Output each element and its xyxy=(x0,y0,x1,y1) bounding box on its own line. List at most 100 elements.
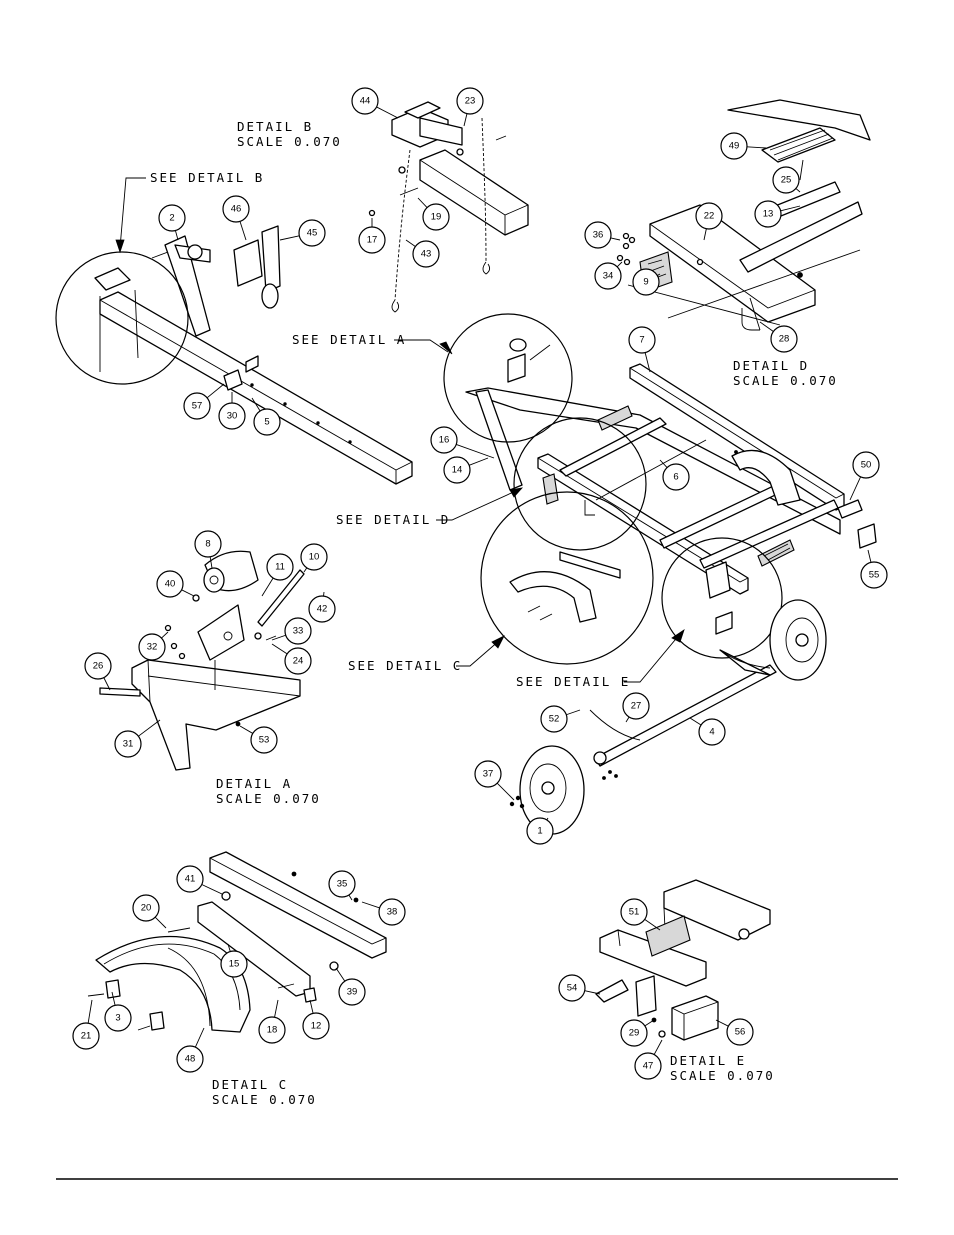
part-number-label: 30 xyxy=(227,411,238,422)
part-bubble-2: 2 xyxy=(158,204,186,241)
detail-d-title-line2: SCALE 0.070 xyxy=(733,373,838,388)
part-number-label: 39 xyxy=(347,987,358,998)
part-bubble-25: 25 xyxy=(772,166,801,194)
part-leader-line xyxy=(111,991,116,1006)
part-number-label: 16 xyxy=(439,435,450,446)
detail-d-circle-contents xyxy=(542,473,595,516)
part-number-label: 24 xyxy=(293,656,304,667)
part-number-label: 5 xyxy=(264,417,269,428)
detail-b-illustration xyxy=(368,101,529,313)
part-number-label: 49 xyxy=(729,141,740,152)
see-detail-c-callout: SEE DETAIL C xyxy=(348,635,505,673)
part-leader-line xyxy=(610,237,621,241)
part-bubble-circle xyxy=(156,570,184,598)
part-bubble-circle xyxy=(158,204,186,232)
part-bubble-34: 34 xyxy=(594,261,623,290)
part-leader-line xyxy=(849,476,862,501)
part-leader-line xyxy=(659,459,668,468)
part-bubble-circle xyxy=(620,898,648,926)
part-number-label: 51 xyxy=(629,907,640,918)
part-bubble-circle xyxy=(852,451,880,479)
part-bubble-24: 24 xyxy=(271,643,312,675)
part-leader-line xyxy=(227,943,231,952)
part-bubble-circle xyxy=(526,817,554,845)
detail-c-title-line1: DETAIL C xyxy=(212,1077,288,1092)
part-leader-line xyxy=(496,782,515,801)
part-bubble-35: 35 xyxy=(328,870,356,901)
part-bubble-50: 50 xyxy=(849,451,880,501)
part-leader-line xyxy=(417,197,428,208)
part-bubble-circle xyxy=(194,530,222,558)
axle-assembly xyxy=(509,599,827,835)
part-leader-line xyxy=(689,717,702,726)
trailer-frame xyxy=(465,363,877,595)
part-bubble-circle xyxy=(726,1018,754,1046)
detail-b-title: DETAIL B SCALE 0.070 xyxy=(237,119,340,149)
part-bubble-42: 42 xyxy=(308,591,336,623)
part-bubble-30: 30 xyxy=(218,392,246,430)
detail-a-title: DETAIL A SCALE 0.070 xyxy=(216,776,321,806)
part-bubble-circle xyxy=(176,865,204,893)
part-number-label: 53 xyxy=(259,735,270,746)
see-detail-e-callout: SEE DETAIL E xyxy=(516,629,685,689)
part-bubble-57: 57 xyxy=(183,383,225,420)
part-number-label: 21 xyxy=(81,1031,92,1042)
part-bubble-11: 11 xyxy=(261,553,294,597)
part-leader-line xyxy=(271,634,286,641)
part-bubble-circle xyxy=(695,202,723,230)
part-number-label: 44 xyxy=(360,96,371,107)
detail-a-circle-contents xyxy=(507,338,551,383)
detail-d-illustration xyxy=(616,99,871,331)
part-bubble-circle xyxy=(176,1045,204,1073)
part-leader-line xyxy=(181,589,195,597)
part-bubble-circle xyxy=(378,898,406,926)
tongue-assembly xyxy=(99,225,413,485)
part-number-label: 11 xyxy=(275,562,285,573)
part-bubble-51: 51 xyxy=(620,898,661,931)
part-leader-line xyxy=(463,113,468,127)
see-detail-b-label: SEE DETAIL B xyxy=(150,170,264,185)
part-number-label: 27 xyxy=(631,701,642,712)
part-bubble-circle xyxy=(298,219,326,247)
part-number-label: 43 xyxy=(421,249,432,260)
part-leader-line xyxy=(309,999,314,1014)
part-bubble-40: 40 xyxy=(156,570,195,598)
part-bubble-circle xyxy=(253,408,281,436)
part-number-label: 42 xyxy=(317,604,328,615)
part-leader-line xyxy=(348,894,353,901)
part-bubble-36: 36 xyxy=(584,221,621,249)
detail-a-title-line1: DETAIL A xyxy=(216,776,292,791)
part-leader-line xyxy=(644,352,651,373)
part-bubble-circle xyxy=(622,692,650,720)
part-bubble-33: 33 xyxy=(271,617,312,645)
part-number-label: 48 xyxy=(185,1054,196,1065)
part-bubble-circle xyxy=(266,553,294,581)
part-bubble-53: 53 xyxy=(239,725,278,754)
detail-a-circle xyxy=(443,313,573,443)
part-number-label: 57 xyxy=(192,401,203,412)
part-bubble-circle xyxy=(770,325,798,353)
part-number-label: 20 xyxy=(141,903,152,914)
part-leader-line xyxy=(239,725,253,734)
part-number-label: 10 xyxy=(309,552,320,563)
detail-e-illustration xyxy=(595,879,771,1041)
part-bubble-49: 49 xyxy=(720,132,767,160)
part-bubble-10: 10 xyxy=(300,543,328,573)
part-bubble-12: 12 xyxy=(302,999,330,1040)
detail-c-title-line2: SCALE 0.070 xyxy=(212,1092,317,1107)
part-number-label: 17 xyxy=(367,235,378,246)
part-leader-line xyxy=(239,221,247,241)
part-leader-line xyxy=(566,709,581,716)
see-detail-d-callout: SEE DETAIL D xyxy=(336,487,524,527)
detail-e-title-line1: DETAIL E xyxy=(670,1053,746,1068)
part-bubble-circle xyxy=(284,617,312,645)
part-bubble-circle xyxy=(84,652,112,680)
detail-b-circle-contents xyxy=(94,267,139,372)
part-number-label: 6 xyxy=(673,472,678,483)
part-number-label: 14 xyxy=(452,465,463,476)
part-bubble-circle xyxy=(772,166,800,194)
part-bubble-23: 23 xyxy=(456,87,484,127)
part-bubble-16: 16 xyxy=(430,426,495,459)
detail-a-title-line2: SCALE 0.070 xyxy=(216,791,321,806)
